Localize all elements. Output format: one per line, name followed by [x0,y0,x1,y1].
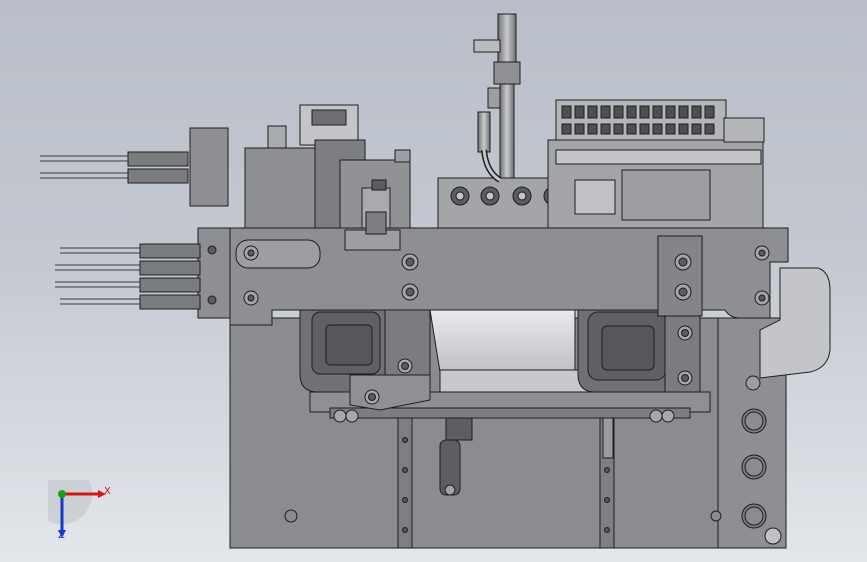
side-cover [759,267,831,379]
x-axis-label: X [104,486,111,497]
bracket-bolts [333,325,693,423]
sensor-unit [339,149,411,235]
vertical-pipe [473,13,521,183]
linkage-arm [439,417,614,496]
air-tubes [40,155,140,305]
z-axis-label: Z [58,530,65,541]
y-axis-dot [58,490,66,498]
valve-block [189,127,229,207]
main-plate [229,227,789,326]
valve-manifold [197,227,231,319]
left-cylinder-block [299,304,391,393]
right-cylinder-block [577,304,679,393]
orientation-triad [48,480,106,538]
controller-unit [547,99,765,229]
gripper-head [244,104,366,229]
air-fittings-left [127,151,201,310]
terminal-slots [561,105,715,135]
